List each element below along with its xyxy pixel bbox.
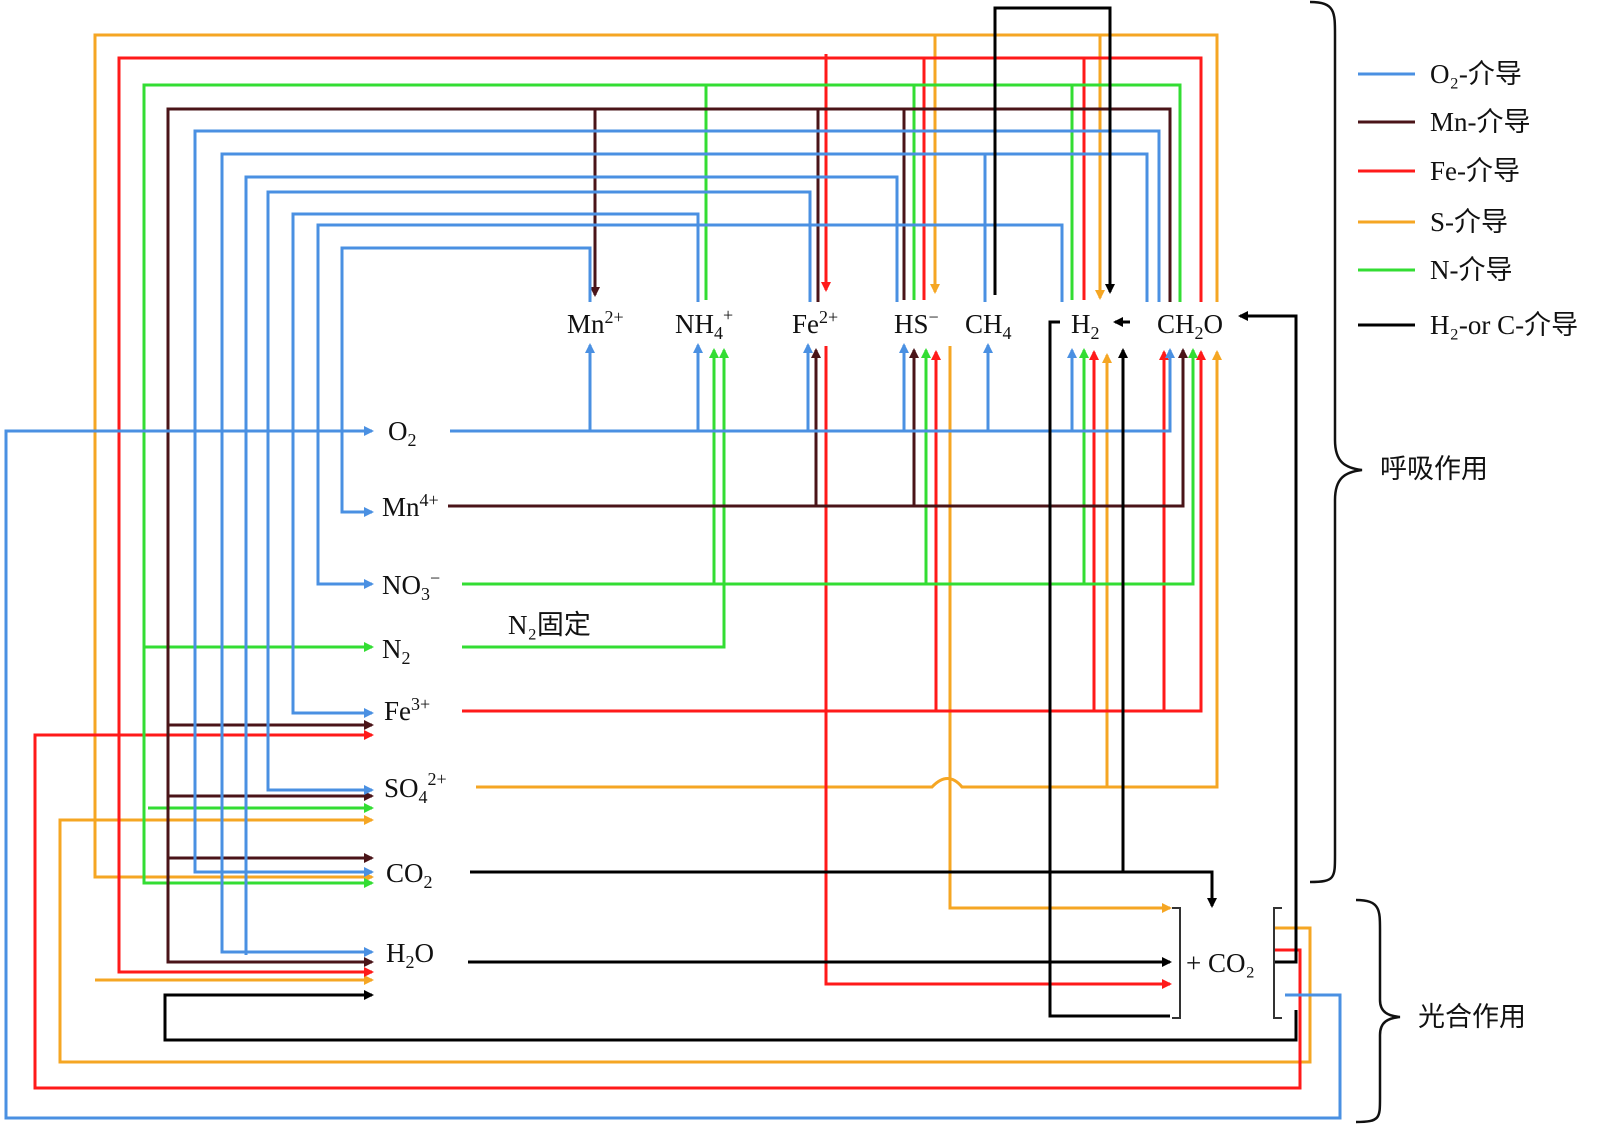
species-label: N2 bbox=[382, 634, 411, 668]
species-label: H2O bbox=[386, 938, 434, 972]
legend-label-n: N-介导 bbox=[1430, 255, 1513, 285]
fe-edge bbox=[462, 350, 1206, 713]
species-label: NO3− bbox=[382, 568, 440, 604]
s-edge bbox=[93, 33, 1219, 882]
n2-fixation-label: N₂固定 bbox=[508, 610, 591, 640]
o2-edge bbox=[291, 212, 700, 718]
mn-edge bbox=[448, 348, 1188, 508]
species-label: Fe2+ bbox=[792, 307, 838, 339]
s-edge bbox=[948, 346, 1172, 913]
fe-edge bbox=[117, 56, 1203, 977]
species-label: NH4+ bbox=[675, 305, 733, 343]
o2-edge bbox=[316, 223, 1064, 589]
hc-edge bbox=[163, 990, 1298, 1042]
o2-edge bbox=[220, 152, 1149, 957]
hc-edge bbox=[470, 870, 1217, 908]
plus-co2-label: + CO₂ bbox=[1186, 948, 1255, 978]
legend-label-mn: Mn-介导 bbox=[1430, 107, 1531, 137]
o2-edge bbox=[244, 175, 899, 302]
species-label: Mn2+ bbox=[567, 307, 624, 339]
legend-label-fe: Fe-介导 bbox=[1430, 156, 1520, 186]
respiration-label: 呼吸作用 bbox=[1380, 454, 1488, 485]
s-edge bbox=[58, 815, 1312, 1064]
reduced-species-labels: Mn2+ NH4+ Fe2+ HS− CH4 H2 CH2O bbox=[567, 305, 1223, 343]
fe-mediated-edges bbox=[33, 54, 1302, 1090]
species-label: SO42+ bbox=[384, 769, 447, 807]
fe-edge bbox=[824, 346, 1172, 989]
reactant-bracket bbox=[1172, 907, 1282, 1019]
photosynthesis-label: 光合作用 bbox=[1418, 1002, 1526, 1033]
o2-mediated-edges bbox=[4, 129, 1342, 1120]
legend-label-s: S-介导 bbox=[1430, 207, 1508, 237]
n-edge bbox=[142, 83, 1182, 888]
species-label: CO2 bbox=[386, 858, 433, 892]
species-label: HS− bbox=[894, 307, 939, 339]
respiration-brace bbox=[1309, 0, 1363, 884]
s-mediated-edges bbox=[58, 33, 1312, 1064]
hc-mediated-edges bbox=[163, 6, 1298, 1042]
legend: O₂-介导 Mn-介导 Fe-介导 S-介导 N-介导 H₂-or C-介导 bbox=[1358, 59, 1578, 340]
species-label: H2 bbox=[1071, 309, 1100, 343]
species-label: CH2O bbox=[1157, 309, 1223, 343]
hc-edge bbox=[993, 6, 1115, 295]
o2-edge bbox=[340, 246, 592, 517]
photosynthesis-brace bbox=[1355, 898, 1401, 1124]
o2-edge bbox=[266, 190, 812, 795]
species-label: CH4 bbox=[965, 309, 1012, 343]
hc-edge bbox=[1238, 311, 1298, 964]
group-braces bbox=[1309, 0, 1401, 1124]
mn-mediated-edges bbox=[166, 107, 1188, 967]
species-label: Fe3+ bbox=[384, 694, 430, 726]
mn-edge bbox=[166, 107, 1172, 967]
legend-label-hc: H₂-or C-介导 bbox=[1430, 310, 1578, 340]
o2-edge bbox=[193, 129, 1161, 877]
legend-label-o2: O₂-介导 bbox=[1430, 59, 1522, 89]
species-label: O2 bbox=[388, 416, 417, 450]
oxidized-species-labels: O2 Mn4+ NO3− N2 Fe3+ SO42+ CO2 H2O bbox=[382, 416, 447, 972]
n-edge bbox=[462, 348, 1198, 586]
species-label: Mn4+ bbox=[382, 490, 439, 522]
o2-edge bbox=[4, 426, 1342, 1120]
o2-edge bbox=[450, 348, 1175, 433]
n-mediated-edges bbox=[142, 83, 1198, 888]
n-edge bbox=[462, 348, 729, 649]
hc-edge bbox=[1048, 320, 1170, 1018]
